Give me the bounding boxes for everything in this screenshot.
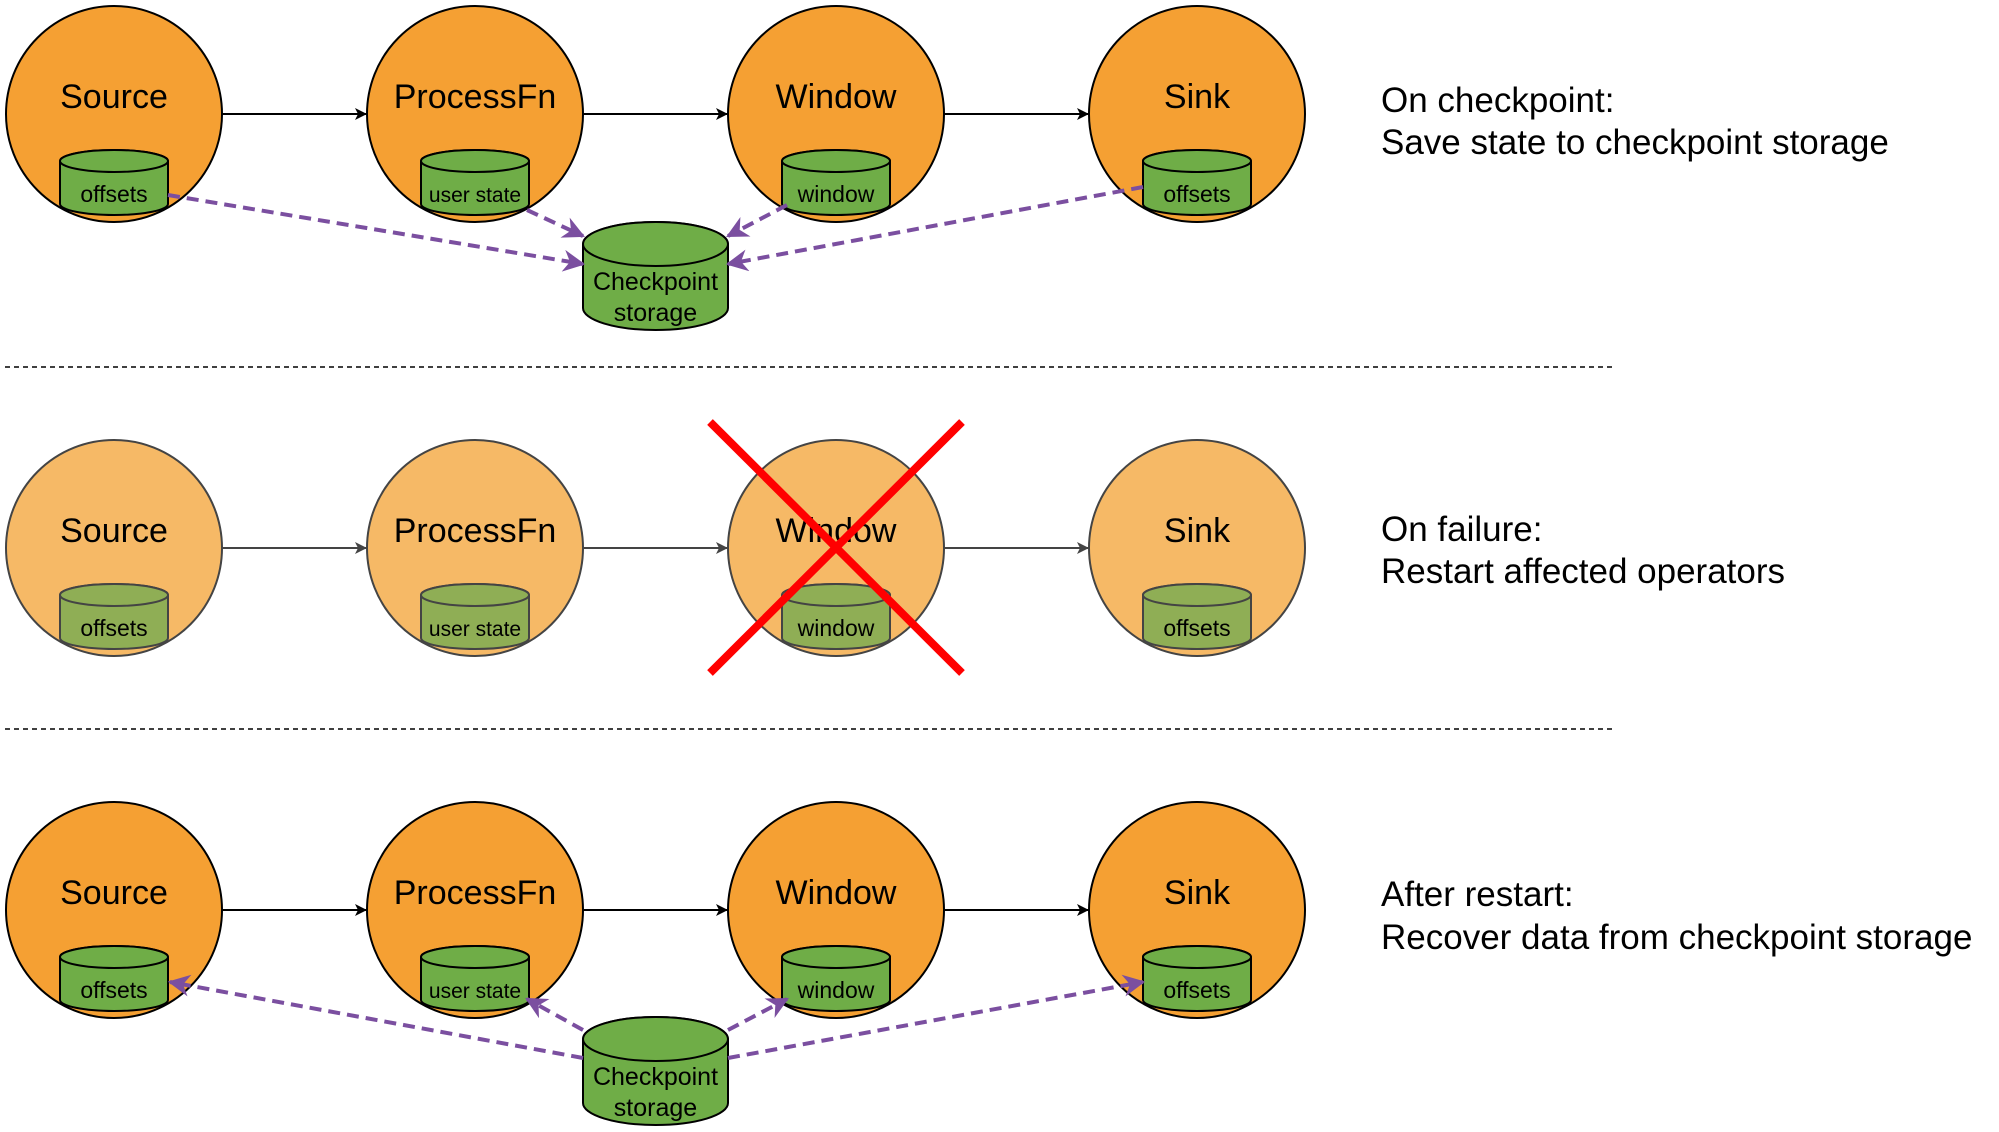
state-store-window-top: [781, 583, 891, 607]
state-store-user-state-top: [420, 583, 530, 607]
operator-source: Source offsets: [5, 801, 223, 1019]
state-store-user-state: [420, 583, 530, 650]
failure-x-stroke: [707, 419, 965, 676]
checkpoint-storage-cylinder: [582, 1016, 729, 1126]
state-store-user-state-top: [420, 149, 530, 173]
state-store-offsets-top: [1142, 149, 1252, 173]
operator-label: Window: [776, 874, 897, 912]
checkpoint-storage-label: Checkpoint: [593, 1063, 718, 1091]
restore-arrow-sink: [727, 974, 1146, 1060]
state-label: offsets: [1163, 977, 1230, 1003]
state-label: user state: [429, 980, 521, 1003]
operator-label: Source: [60, 512, 168, 550]
operator-label: Sink: [1164, 874, 1231, 912]
checkpoint-storage: Checkpoint storage: [582, 1016, 729, 1126]
checkpoint-storage-label: Checkpoint: [593, 268, 718, 296]
caption-title: On checkpoint:: [1381, 81, 1614, 120]
failure-x-icon: [707, 419, 965, 676]
state-store-user-state: [420, 945, 530, 1012]
operator-window: Window window: [727, 801, 945, 1019]
state-store-offsets: [1142, 945, 1252, 1012]
state-store-offsets: [59, 945, 169, 1012]
operator-source: Source offsets: [5, 439, 223, 657]
save-arrow-processfn: [526, 208, 585, 238]
state-store-offsets-top: [1142, 583, 1252, 607]
checkpoint-storage-cylinder-top: [582, 221, 729, 267]
restore-arrow-window: [727, 997, 789, 1032]
state-label: offsets: [80, 181, 147, 207]
state-store-window: [781, 945, 891, 1012]
state-label: offsets: [80, 977, 147, 1003]
state-label: window: [797, 977, 875, 1003]
operator-label: ProcessFn: [394, 78, 557, 116]
operator-label: Sink: [1164, 512, 1231, 550]
state-store-window: [781, 149, 891, 216]
operator-label: ProcessFn: [394, 512, 557, 550]
state-label: user state: [429, 184, 521, 207]
state-store-user-state: [420, 149, 530, 216]
row-after-restart: Source offsets ProcessFn user state Window wi…: [5, 801, 1306, 1126]
state-label: window: [797, 615, 875, 641]
state-store-offsets: [1142, 583, 1252, 650]
operator-sink: Sink offsets: [1088, 5, 1306, 223]
save-arrow-window: [726, 203, 788, 238]
operator-label: Sink: [1164, 78, 1231, 116]
save-arrow-sink: [725, 185, 1144, 272]
state-label: offsets: [1163, 615, 1230, 641]
state-store-user-state-top: [420, 945, 530, 969]
caption-text: Restart affected operators: [1381, 552, 1785, 591]
state-store-window: [781, 583, 891, 650]
operator-label: ProcessFn: [394, 874, 557, 912]
state-store-offsets-top: [1142, 945, 1252, 969]
checkpoint-storage-label: storage: [614, 299, 697, 327]
operator-processfn: ProcessFn user state: [366, 439, 584, 657]
caption-text: Recover data from checkpoint storage: [1381, 918, 1972, 957]
restore-arrow-source: [167, 974, 584, 1060]
operator-label: Source: [60, 78, 168, 116]
operator-sink: Sink offsets: [1088, 801, 1306, 1019]
caption-title: On failure:: [1381, 510, 1542, 549]
state-store-window-top: [781, 945, 891, 969]
operator-sink: Sink offsets: [1088, 439, 1306, 657]
state-label: window: [797, 181, 875, 207]
operator-label: Source: [60, 874, 168, 912]
caption-title: After restart:: [1381, 875, 1574, 914]
checkpoint-storage-cylinder: [582, 221, 729, 331]
operator-window: Window window: [727, 5, 945, 223]
state-label: offsets: [1163, 181, 1230, 207]
restore-arrow-processfn: [525, 997, 584, 1032]
state-store-offsets-top: [59, 945, 169, 969]
checkpoint-storage-cylinder-top: [582, 1016, 729, 1062]
operator-processfn: ProcessFn user state: [366, 5, 584, 223]
operator-processfn: ProcessFn user state: [366, 801, 584, 1019]
checkpoint-storage-label: storage: [614, 1094, 697, 1122]
row-on-checkpoint: Source offsets ProcessFn user state Window wi…: [5, 5, 1306, 331]
state-store-offsets: [59, 583, 169, 650]
state-store-offsets: [59, 149, 169, 216]
checkpoint-storage: Checkpoint storage: [582, 221, 729, 331]
state-label: offsets: [80, 615, 147, 641]
state-store-offsets: [1142, 149, 1252, 216]
state-store-offsets-top: [59, 583, 169, 607]
state-store-window-top: [781, 149, 891, 173]
state-store-offsets-top: [59, 149, 169, 173]
operator-source: Source offsets: [5, 5, 223, 223]
operator-label: Window: [776, 78, 897, 116]
caption-text: Save state to checkpoint storage: [1381, 123, 1889, 162]
state-label: user state: [429, 618, 521, 641]
save-arrow-source: [167, 193, 586, 272]
